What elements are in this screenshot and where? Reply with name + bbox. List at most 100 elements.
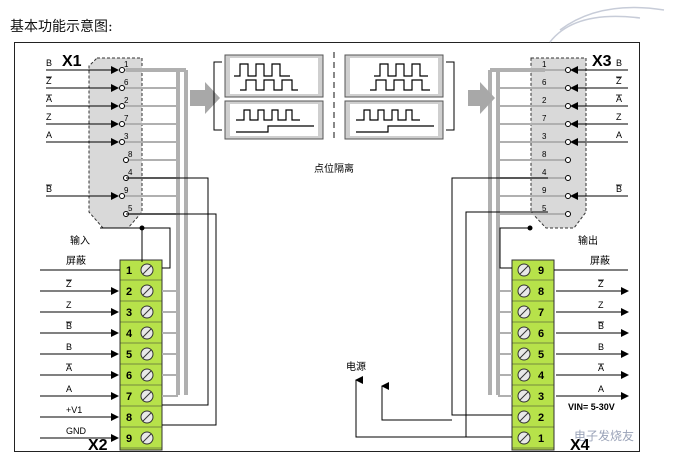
x1-signal-label: Z	[46, 76, 52, 86]
x3-pin-number: 8	[542, 150, 547, 159]
x3-pin-socket	[565, 157, 571, 163]
x3-pin-socket	[565, 103, 571, 109]
x4-screw-slot	[519, 328, 529, 338]
x4-terminal-number: 7	[538, 307, 544, 319]
x4-screw-slot	[519, 265, 529, 275]
x3-signal-label: Z	[616, 76, 622, 86]
power-label: 电源	[346, 360, 366, 373]
x3-pin-number: 7	[542, 114, 547, 123]
x3-signal-label: Z	[616, 112, 622, 122]
x2-label: X2	[88, 437, 108, 454]
x4-terminal-number: 8	[538, 286, 544, 298]
x4-screw-slot	[519, 370, 529, 380]
x2-terminal-number: 7	[126, 391, 132, 403]
x2-screw-slot	[142, 412, 152, 422]
x4-terminal-number: 6	[538, 328, 544, 340]
x1-aux-wiring	[100, 177, 217, 426]
isolation-block	[224, 52, 444, 142]
x2-terminal-number: 5	[126, 349, 132, 361]
x2-screw-slot	[142, 307, 152, 317]
x4-signal-label: Z	[598, 300, 604, 310]
x2-terminal-number: 4	[126, 328, 133, 340]
diagram-frame	[14, 42, 640, 452]
x3-pin-socket	[565, 67, 571, 73]
x4-screw-slot	[519, 307, 529, 317]
x1-signal-label: B	[46, 184, 52, 194]
x3-pin-number: 4	[542, 168, 547, 177]
isolation-bracket-left	[213, 61, 222, 131]
x1-pin-number: 1	[124, 60, 129, 69]
x1-signal-label: A	[46, 130, 52, 140]
vin-label: VIN= 5-30V	[568, 402, 615, 412]
shield-left-label: 屏蔽	[66, 255, 86, 267]
x3-pin-socket	[565, 211, 571, 217]
x4-screw-slot	[519, 433, 529, 443]
x2-screw-slot	[142, 349, 152, 359]
x1-pin-socket	[119, 193, 125, 199]
x4-terminal-number: 2	[538, 412, 544, 424]
x4-screw-slot	[519, 391, 529, 401]
x1-pin-socket	[119, 85, 125, 91]
x4-terminal-number: 5	[538, 349, 544, 361]
shield-right-label: 屏蔽	[590, 255, 610, 267]
x2-terminal-number: 6	[126, 370, 132, 382]
x2-signal-label: A	[66, 384, 72, 394]
x4-screw-slot	[519, 349, 529, 359]
x2-screw-slot	[142, 286, 152, 296]
x1-pin-socket	[119, 139, 125, 145]
input-label: 输入	[70, 234, 90, 247]
x2-screw-slot	[142, 328, 152, 338]
x4-signal-label: B	[598, 321, 604, 331]
x1-pin-socket	[119, 103, 125, 109]
x2-signal-label: +V1	[66, 405, 82, 415]
x1-pin-number: 6	[124, 78, 129, 87]
x4-terminal-number: 3	[538, 391, 544, 403]
x1-pin-number: 9	[124, 186, 129, 195]
x4-terminal-number: 9	[538, 265, 544, 277]
x4-terminal-number: 1	[538, 433, 544, 445]
x4-signal-label: A	[598, 384, 604, 394]
x1-pin-number: 7	[124, 114, 129, 123]
x3-pin-number: 2	[542, 96, 547, 105]
x1-pin-number: 5	[128, 204, 133, 213]
x3-signal-label: B	[616, 58, 622, 68]
x1-signal-label: B	[46, 58, 52, 68]
x3-pin-number: 6	[542, 78, 547, 87]
x1-pin-number: 8	[128, 150, 133, 159]
x1-pin-socket	[119, 67, 125, 73]
x3-pin-number: 3	[542, 132, 547, 141]
x3-pin-socket	[565, 193, 571, 199]
x2-screw-slot	[142, 391, 152, 401]
x2-terminal-number: 2	[126, 286, 132, 298]
x1-label: X1	[62, 53, 82, 70]
x1-pin-number: 2	[124, 96, 129, 105]
x3-signal-label: A	[616, 130, 622, 140]
x3-aux-wiring	[355, 177, 548, 438]
x3-pin-socket	[565, 139, 571, 145]
x4-signal-label: Z	[598, 279, 604, 289]
x1-pin-socket	[123, 157, 129, 163]
x4-screw-slot	[519, 412, 529, 422]
output-label: 输出	[578, 234, 598, 247]
x2-terminal-number: 8	[126, 412, 132, 424]
x3-label: X3	[592, 53, 612, 70]
x2-terminal-number: 3	[126, 307, 132, 319]
x3-pin-socket	[565, 121, 571, 127]
right-flow-arrow	[468, 82, 495, 114]
x2-screw-slot	[142, 265, 152, 275]
watermark-graphic	[549, 6, 665, 43]
x1-shield-junction	[139, 225, 145, 231]
isolation-bracket-right	[446, 61, 455, 131]
x2-signal-label: GND	[66, 426, 87, 436]
x1-pin-number: 3	[124, 132, 129, 141]
x2-signal-label: B	[66, 321, 72, 331]
diagram-caption: 基本功能示意图:	[10, 19, 113, 35]
x2-screw-slot	[142, 433, 152, 443]
x2-signal-label: A	[66, 363, 72, 373]
x3-shield-junction	[527, 225, 533, 231]
x3-signal-label: A	[616, 94, 622, 104]
x2-terminal-number: 9	[126, 433, 132, 445]
x1-pin-socket	[119, 121, 125, 127]
